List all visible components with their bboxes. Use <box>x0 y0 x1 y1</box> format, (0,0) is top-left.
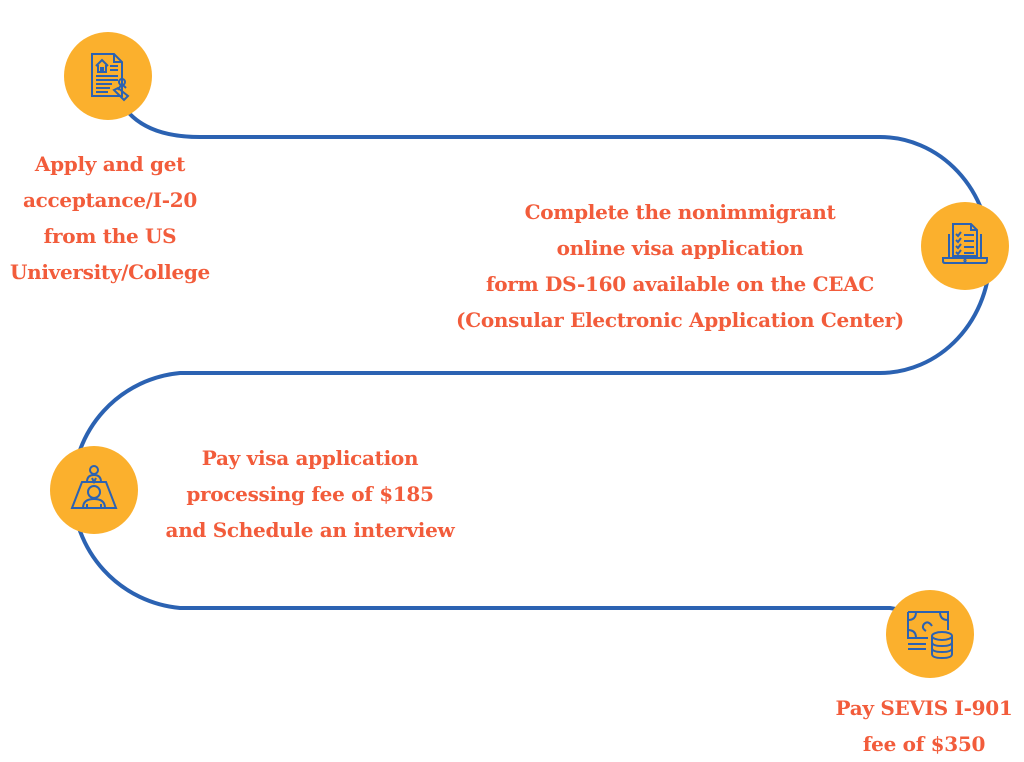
step-2-label: Complete the nonimmigrant online visa ap… <box>430 194 930 338</box>
laptop-checklist-icon <box>942 223 988 264</box>
step-4-node <box>886 590 974 678</box>
step-2-line-1: Complete the nonimmigrant <box>524 200 836 224</box>
step-3-label: Pay visa application processing fee of $… <box>140 440 480 548</box>
step-4-line-1: Pay SEVIS I-901 <box>835 696 1013 720</box>
connector-line <box>70 110 992 617</box>
interview-meeting-icon <box>70 465 118 509</box>
step-2-line-4: (Consular Electronic Application Center) <box>456 308 904 332</box>
step-3-line-1: Pay visa application <box>201 446 419 470</box>
step-2-node <box>921 202 1009 290</box>
step-1-line-3: from the US <box>43 224 177 248</box>
step-2-line-3: form DS-160 available on the CEAC <box>485 272 875 296</box>
step-2-line-2: online visa application <box>556 236 804 260</box>
step-1-node <box>64 32 152 120</box>
step-4-line-2: fee of $350 <box>862 732 986 756</box>
step-3-line-3: and Schedule an interview <box>165 518 455 542</box>
document-house-stamp-icon <box>91 53 130 102</box>
step-3-line-2: processing fee of $185 <box>186 482 434 506</box>
step-1-line-2: acceptance/I-20 <box>23 188 197 212</box>
step-3-node <box>50 446 138 534</box>
step-1-line-4: University/College <box>10 260 210 284</box>
step-1-line-1: Apply and get <box>34 152 186 176</box>
step-1-label: Apply and get acceptance/I-20 from the U… <box>0 146 220 290</box>
money-coins-icon <box>907 611 953 660</box>
step-4-label: Pay SEVIS I-901 fee of $350 <box>824 690 1024 762</box>
